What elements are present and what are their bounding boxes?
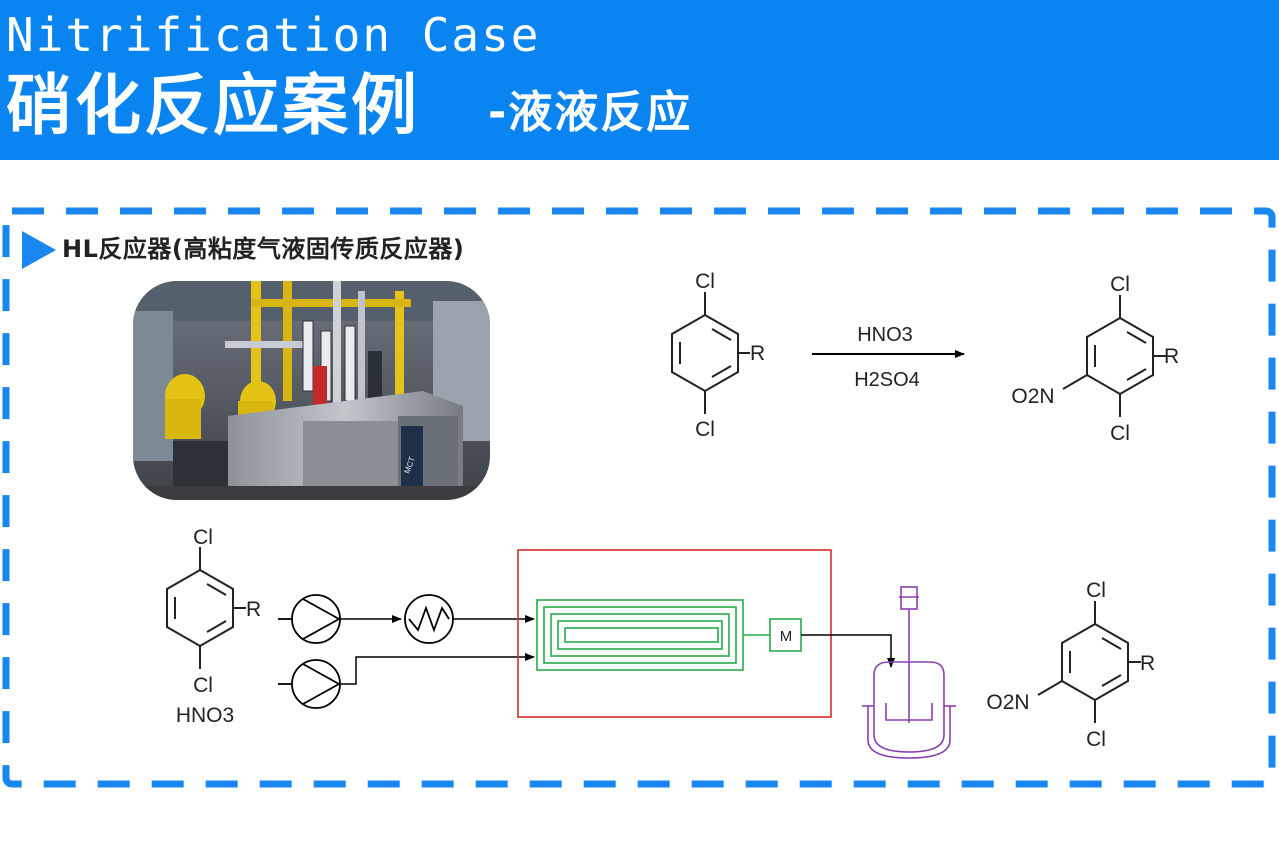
header-banner: Nitrification Case 硝化反应案例 -液液反应 [0, 0, 1279, 160]
product-r: R [1164, 345, 1179, 368]
title-chinese: 硝化反应案例 [6, 67, 420, 144]
feed-cl-bottom: Cl [193, 674, 213, 697]
flow-product-molecule [1037, 601, 1141, 723]
pump-2-icon [278, 659, 341, 709]
reactor-coil [536, 599, 744, 671]
product-nitro: O2N [1011, 385, 1054, 408]
dashed-border [2, 207, 1276, 788]
feed-molecule [166, 547, 246, 669]
product-molecule [1062, 295, 1166, 417]
section-title: HL反应器(高粘度气液固传质反应器) [62, 235, 465, 263]
reactant-cl-top: Cl [695, 270, 715, 293]
reactor-photo-illustration: MCT [133, 281, 490, 500]
pipe-mixer-to-vessel [801, 634, 895, 668]
flow-product-r: R [1140, 652, 1155, 675]
mixer-label: M [780, 628, 793, 645]
reactor-photo: MCT [133, 281, 490, 500]
play-triangle-icon [22, 231, 56, 269]
feed-hno3: HNO3 [176, 704, 234, 727]
heat-exchanger-icon [404, 594, 454, 644]
reagent-h2so4: H2SO4 [854, 369, 920, 391]
product-cl-bottom: Cl [1110, 422, 1130, 445]
reactant-molecule [671, 292, 750, 414]
mixer-box [769, 618, 802, 652]
feed-r: R [246, 598, 261, 621]
product-cl-top: Cl [1110, 273, 1130, 296]
flow-product-cl-top: Cl [1086, 579, 1106, 602]
reactant-r: R [750, 342, 765, 365]
feed-cl-top: Cl [193, 526, 213, 549]
reagent-hno3: HNO3 [857, 324, 913, 346]
title-chinese-subtitle: -液液反应 [488, 87, 693, 138]
stirred-vessel-icon [862, 586, 956, 759]
reactant-cl-bottom: Cl [695, 418, 715, 441]
pipe-pump2-to-reactor [340, 653, 535, 685]
reactor-enclosure [517, 549, 832, 718]
title-english: Nitrification Case [6, 8, 541, 62]
flow-product-cl-bottom: Cl [1086, 728, 1106, 751]
pump-1-icon [278, 594, 341, 644]
flow-product-nitro: O2N [986, 691, 1029, 714]
